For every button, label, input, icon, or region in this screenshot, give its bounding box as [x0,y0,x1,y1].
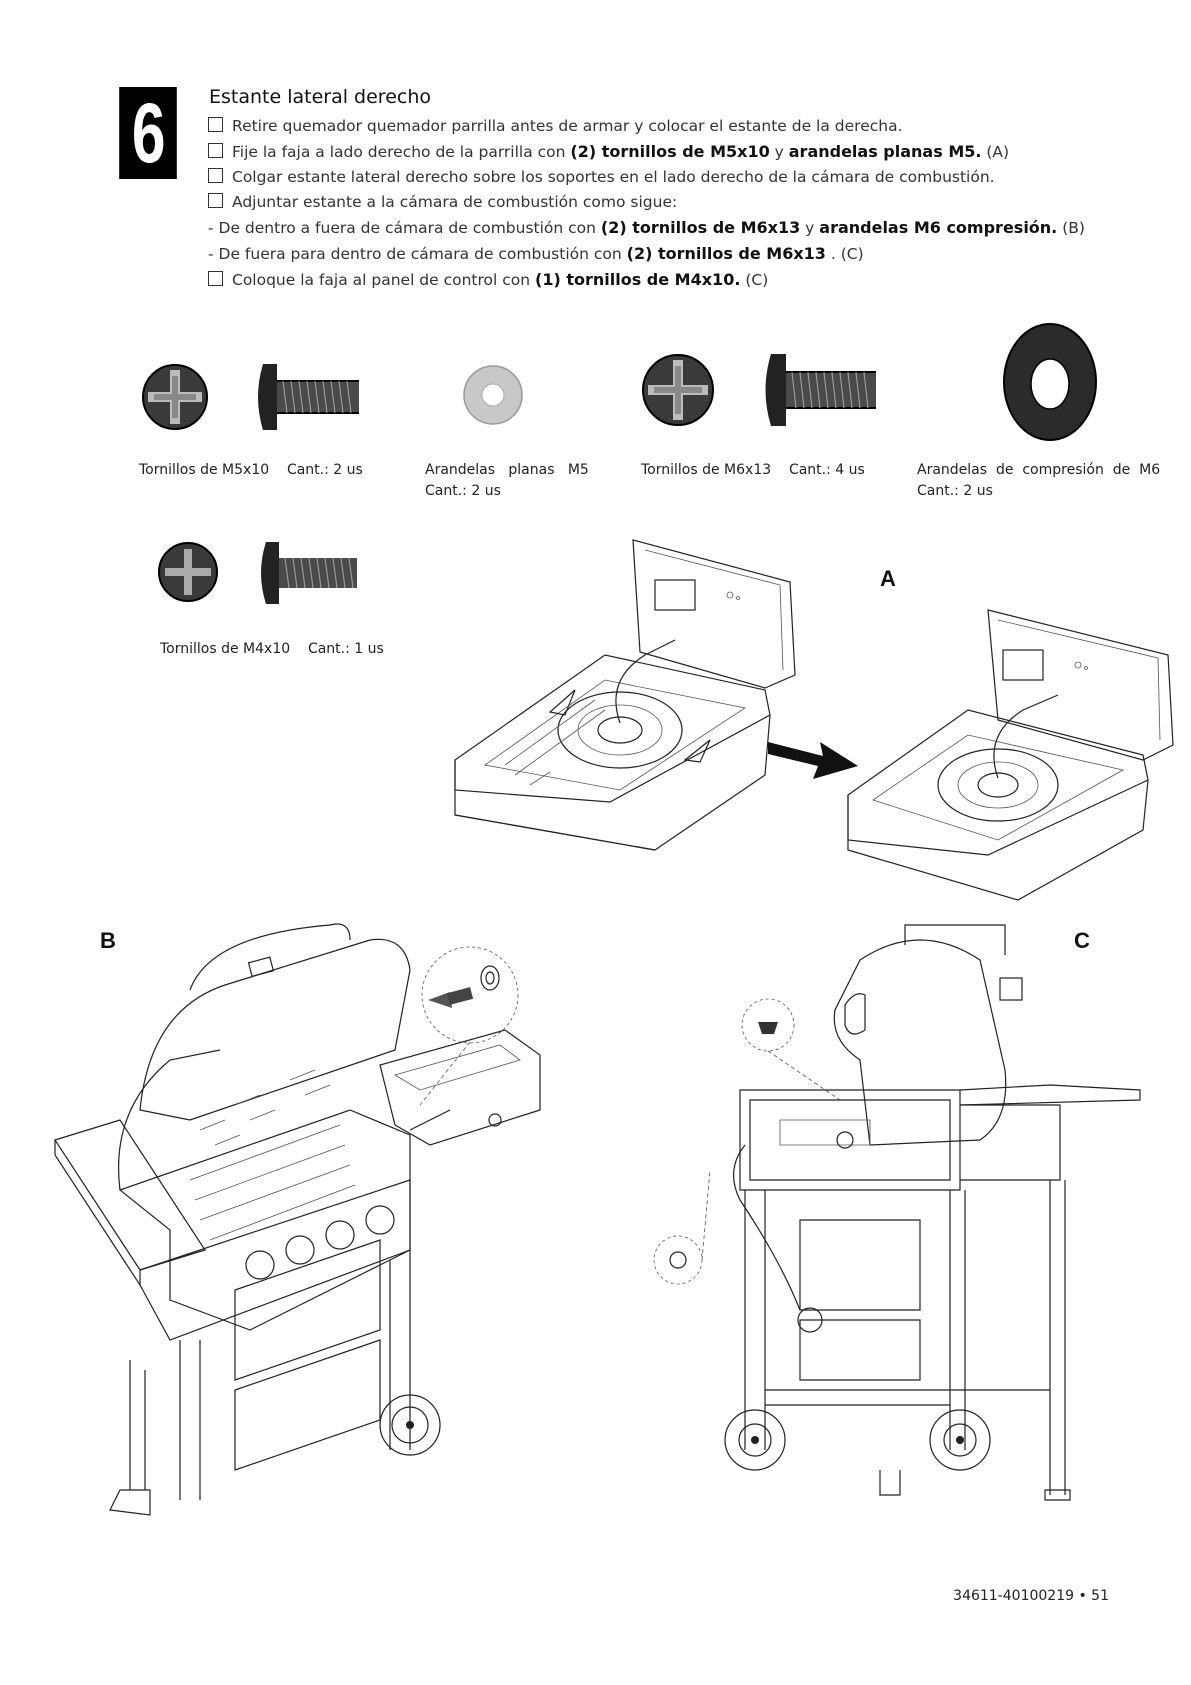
instruction-text: (A) [981,143,1010,161]
step-title: Estante lateral derecho [209,86,431,108]
instruction-bold-text: arandelas M6 compresión. [819,218,1058,237]
instruction-text: Fije la faja a lado derecho de la parril… [232,143,571,161]
instruction-text: (C) [740,271,769,289]
instruction-line: Retire quemador quemador parrilla antes … [208,117,903,135]
m4-screw-label: Tornillos de M4x10 Cant.: 1 us [160,641,384,657]
instruction-line: Adjuntar estante a la cámara de combusti… [208,193,677,211]
instruction-line: Coloque la faja al panel de control con … [208,270,768,289]
instruction-line: Colgar estante lateral derecho sobre los… [208,168,995,186]
instruction-text: Retire quemador quemador parrilla antes … [232,117,903,135]
m6-compression-washer-icon [1003,323,1097,441]
direction-arrow-icon [768,742,858,779]
checkbox-icon [208,168,223,183]
m5-washer-icon [463,365,523,425]
m4-screw-head-icon [158,542,218,602]
instruction-text: y [800,219,820,237]
m6-screw-label: Tornillos de M6x13 Cant.: 4 us [641,462,865,478]
m6-screw-head-icon [642,354,714,426]
figure-c-label: C [1074,928,1090,953]
m5-washer-label: Arandelas planas M5 Cant.: 2 us [425,462,589,499]
m4-screw-side-icon [261,542,357,604]
instruction-line: - De dentro a fuera de cámara de combust… [208,218,1085,237]
instruction-text: . (C) [825,245,864,263]
checkbox-icon [208,143,223,158]
instruction-line: - De fuera para dentro de cámara de comb… [208,244,864,263]
m6-screw-side-icon [765,354,876,426]
instruction-text: (B) [1057,219,1085,237]
instruction-bold-text: (2) tornillos de M5x10 [570,142,770,161]
m6-washer-label: Arandelas de compresión de M6 Cant.: 2 u… [917,462,1161,499]
instruction-text: Adjuntar estante a la cámara de combusti… [232,193,678,211]
instruction-bold-text: (2) tornillos de M6x13 [600,218,801,237]
instruction-line: Fije la faja a lado derecho de la parril… [208,142,1009,161]
figure-c-grill-side-illustration [653,924,1141,1501]
checkbox-icon [208,193,223,208]
instruction-text: Coloque la faja al panel de control con [232,271,536,289]
figure-b-grill-assembly-illustration [54,923,541,1516]
instruction-text: y [769,143,789,161]
instruction-bold-text: (1) tornillos de M4x10. [535,270,741,289]
checkbox-icon [208,271,223,286]
step-number-badge: 6 [119,87,177,179]
m5-screw-label: Tornillos de M5x10 Cant.: 2 us [139,462,363,478]
m5-screw-side-icon [258,364,359,430]
page-footer-doc-number: 34611-40100219 • 51 [953,1588,1109,1604]
figure-a-shelf-before-illustration [454,539,796,851]
instruction-text: - De fuera para dentro de cámara de comb… [208,245,627,263]
instruction-text: - De dentro a fuera de cámara de combust… [208,219,601,237]
figure-b-label: B [100,928,116,953]
m5-screw-head-icon [142,364,208,430]
figure-a-label: A [880,566,896,591]
instruction-text: Colgar estante lateral derecho sobre los… [232,168,995,186]
instruction-bold-text: arandelas planas M5. [788,142,982,161]
figure-a-shelf-after-illustration [847,609,1174,901]
checkbox-icon [208,117,223,132]
instruction-bold-text: (2) tornillos de M6x13 [626,244,826,263]
